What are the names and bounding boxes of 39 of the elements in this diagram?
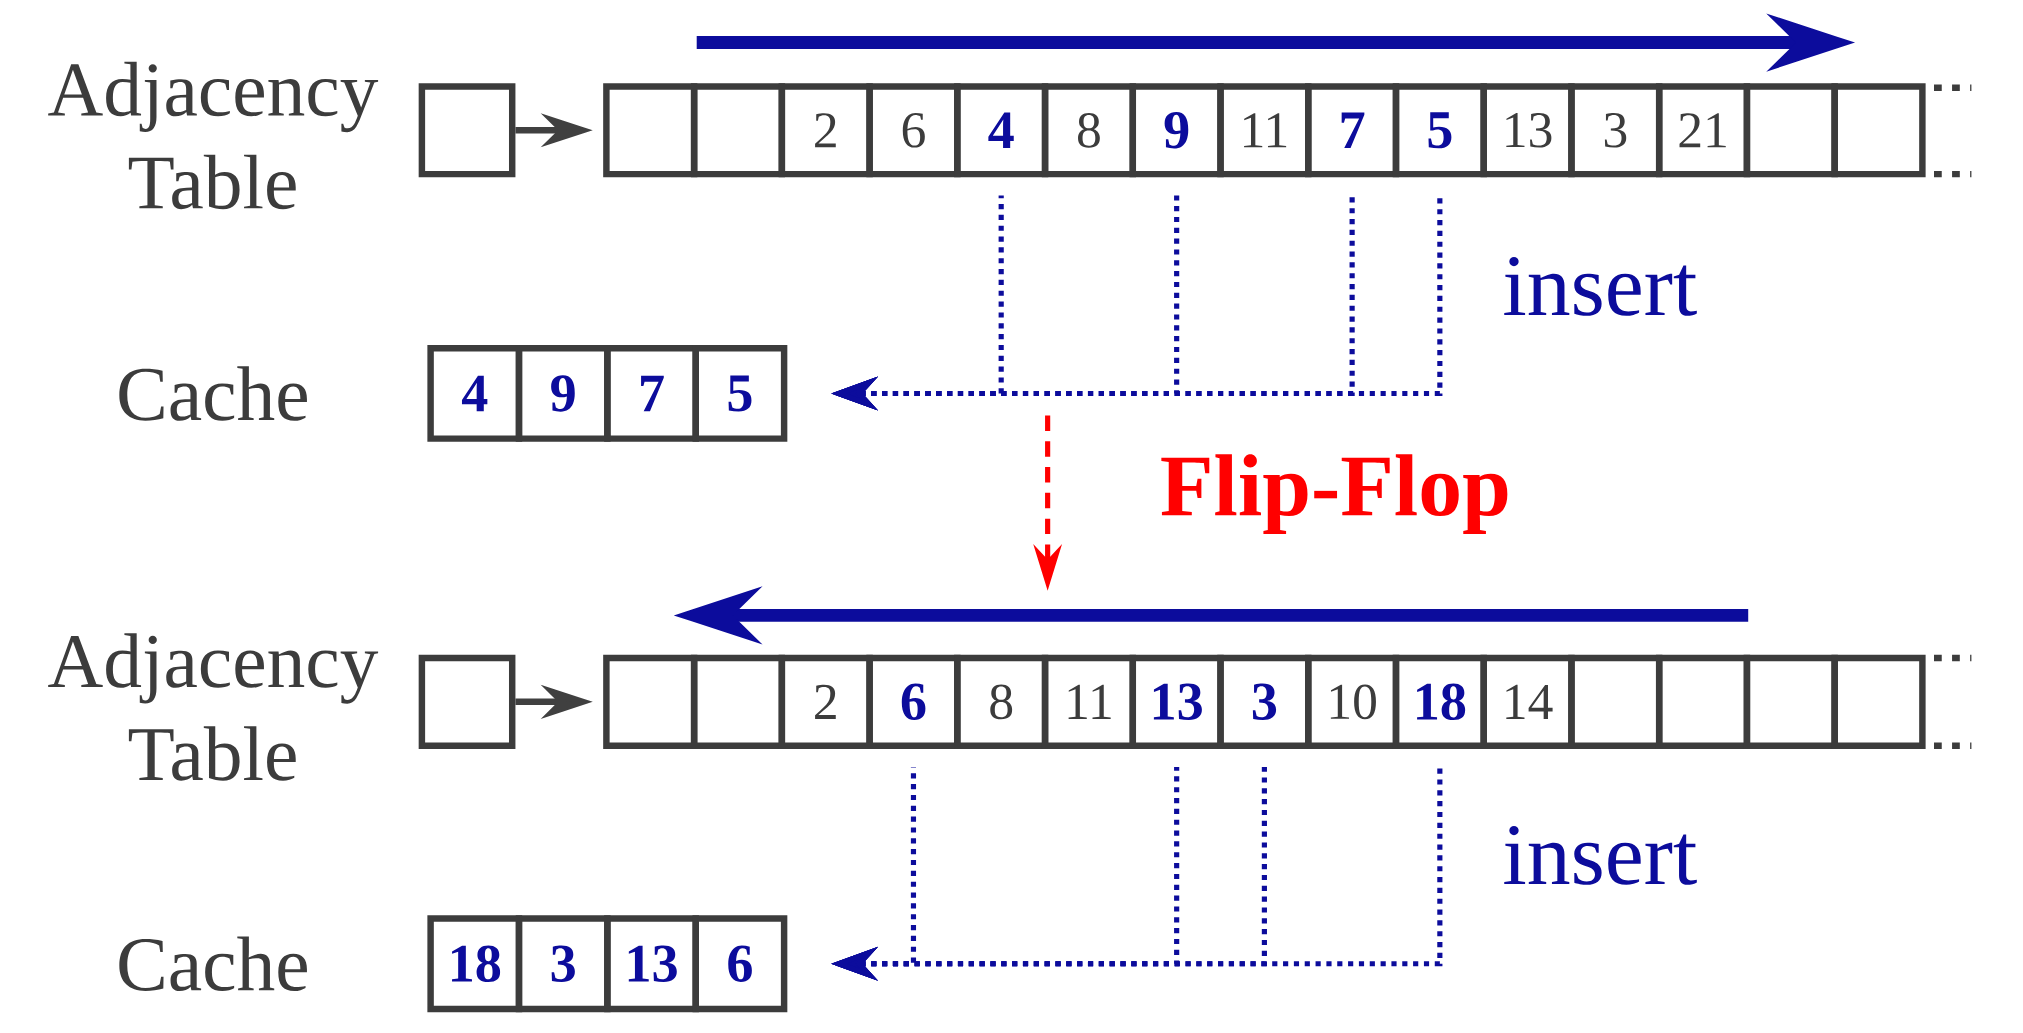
table-cell: 9 xyxy=(1129,83,1224,178)
table-cell: 13 xyxy=(1480,83,1575,178)
table-cell: 11 xyxy=(1217,83,1312,178)
flip-flop-label: Flip-Flop xyxy=(1161,454,1508,534)
table-cell: 14 xyxy=(1480,654,1575,749)
cache-cell: 3 xyxy=(515,915,611,1012)
table-cell: 2 xyxy=(778,654,873,749)
table-cell: 11 xyxy=(1041,654,1137,749)
table-cell xyxy=(1831,83,1926,178)
row-label: Adjacency Table xyxy=(48,633,379,781)
cache-cell: 4 xyxy=(427,344,523,442)
pointer-box xyxy=(418,654,516,749)
table-cell: 5 xyxy=(1392,83,1487,178)
table-cell: 3 xyxy=(1568,83,1663,178)
row-label: Cache xyxy=(119,366,307,421)
insert-label: insert xyxy=(1504,256,1697,316)
cache-cell: 7 xyxy=(604,344,699,442)
table-cell: 18 xyxy=(1392,654,1487,749)
row-label: Adjacency Table xyxy=(48,61,379,209)
cache-cell: 13 xyxy=(604,915,699,1012)
table-cell: 10 xyxy=(1305,654,1400,749)
table-cell: 6 xyxy=(866,654,961,749)
row-label: Cache xyxy=(119,936,307,991)
table-cell: 13 xyxy=(1129,654,1224,749)
table-cell: 8 xyxy=(954,654,1049,749)
table-cell xyxy=(1831,654,1926,749)
table-cell: 7 xyxy=(1305,83,1400,178)
cache-cell: 9 xyxy=(515,344,611,442)
table-cell: 2 xyxy=(778,83,873,178)
insert-label: insert xyxy=(1504,825,1697,885)
cache-cell: 5 xyxy=(692,344,788,442)
table-cell: 4 xyxy=(954,83,1049,178)
table-cell: 3 xyxy=(1217,654,1312,749)
table-cell: 6 xyxy=(866,83,961,178)
table-cell: 8 xyxy=(1041,83,1137,178)
pointer-box xyxy=(418,83,516,178)
cache-cell: 18 xyxy=(427,915,523,1012)
cache-cell: 6 xyxy=(692,915,788,1012)
table-cell: 21 xyxy=(1655,83,1751,178)
